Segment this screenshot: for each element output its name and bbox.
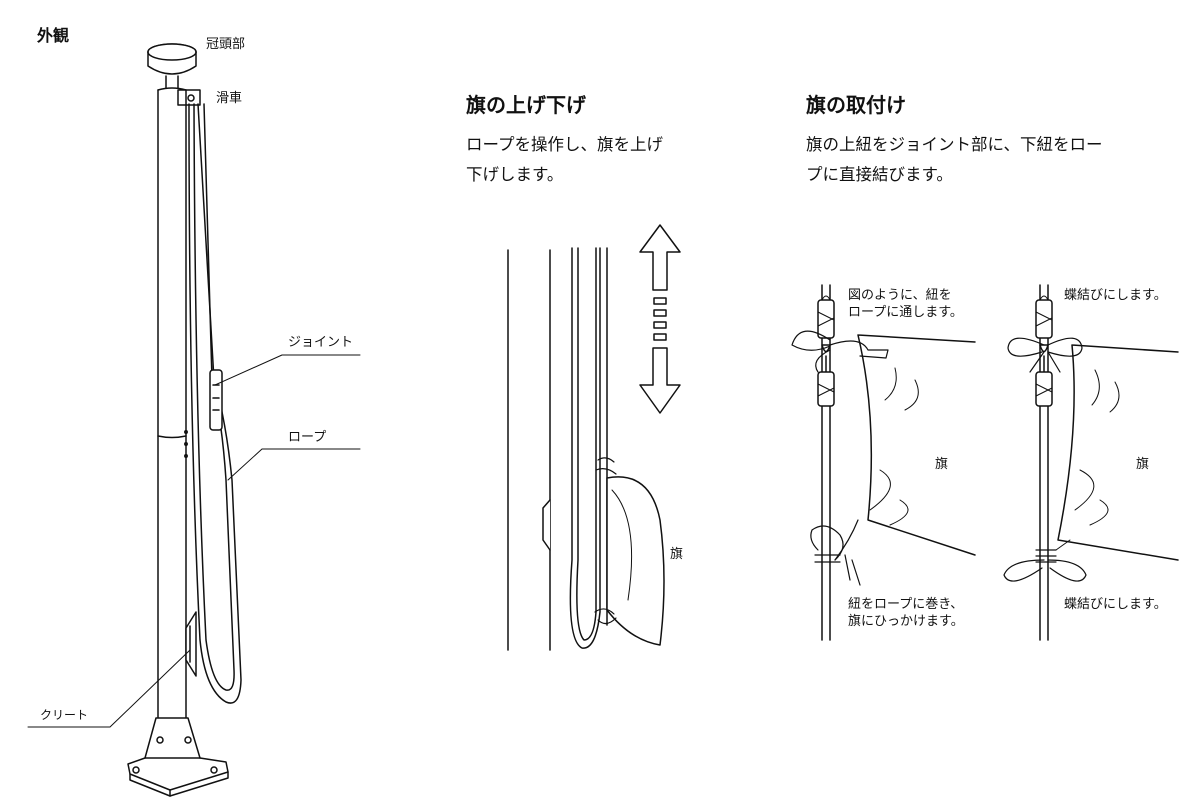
flag [1057,344,1179,561]
raise-lower-title: 旗の上げ下げ [466,93,586,117]
raise-lower-desc-line1: ロープを操作し、旗を上げ [466,135,664,154]
joint [209,369,223,431]
rope-leader [227,448,361,481]
left-note-bottom-line2: 旗にひっかけます。 [848,614,964,629]
right-note-top: 蝶結びにします。 [1064,288,1167,303]
joint-leader [214,354,361,386]
raise-lower-illustration [507,224,681,651]
raise-lower-desc-line2: 下げします。 [466,165,564,184]
cleat-label: クリート [40,708,89,722]
left-note-bottom-line1: 紐をロープに巻き、 [848,597,964,612]
left-flag-label: 旗 [935,457,949,472]
pulley [177,89,201,106]
crown-label: 冠頭部 [206,37,246,52]
bow-knot-bottom [1003,539,1087,582]
overview-title: 外観 [37,26,70,45]
up-down-arrow [639,224,681,414]
pole-shaft [157,89,187,719]
attach-title: 旗の取付け [806,93,906,117]
rope-wrap-knot [810,519,861,586]
flag [606,476,665,646]
joint [1035,299,1053,339]
cleat-leader [27,649,191,728]
raise-lower-flag-label: 旗 [670,547,684,562]
right-note-bottom: 蝶結びにします。 [1064,597,1167,612]
bow-knot [791,330,889,373]
left-note-top-line2: ロープに通します。 [848,305,963,320]
cleat [185,611,197,677]
left-note-top-line1: 図のように、紐を [848,288,952,303]
pole-segment [507,249,551,651]
flag [857,334,976,556]
rope-loop [569,247,601,649]
flagpole-overview [27,43,361,797]
rope [188,103,242,704]
pulley-label: 滑車 [216,91,243,106]
cleat [542,499,551,551]
attach-desc-line2: プに直接結びます。 [806,165,953,184]
pole-base [127,717,229,797]
crown-part [147,43,197,89]
attach-detail-left [791,284,976,641]
attach-desc-line1: 旗の上紐をジョイント部に、下紐をロー [806,135,1103,154]
bow-knot-top [1007,337,1083,373]
rope-label: ロープ [288,430,327,445]
attach-detail-right [1003,284,1179,641]
joint-label: ジョイント [288,335,354,350]
right-flag-label: 旗 [1136,457,1150,472]
